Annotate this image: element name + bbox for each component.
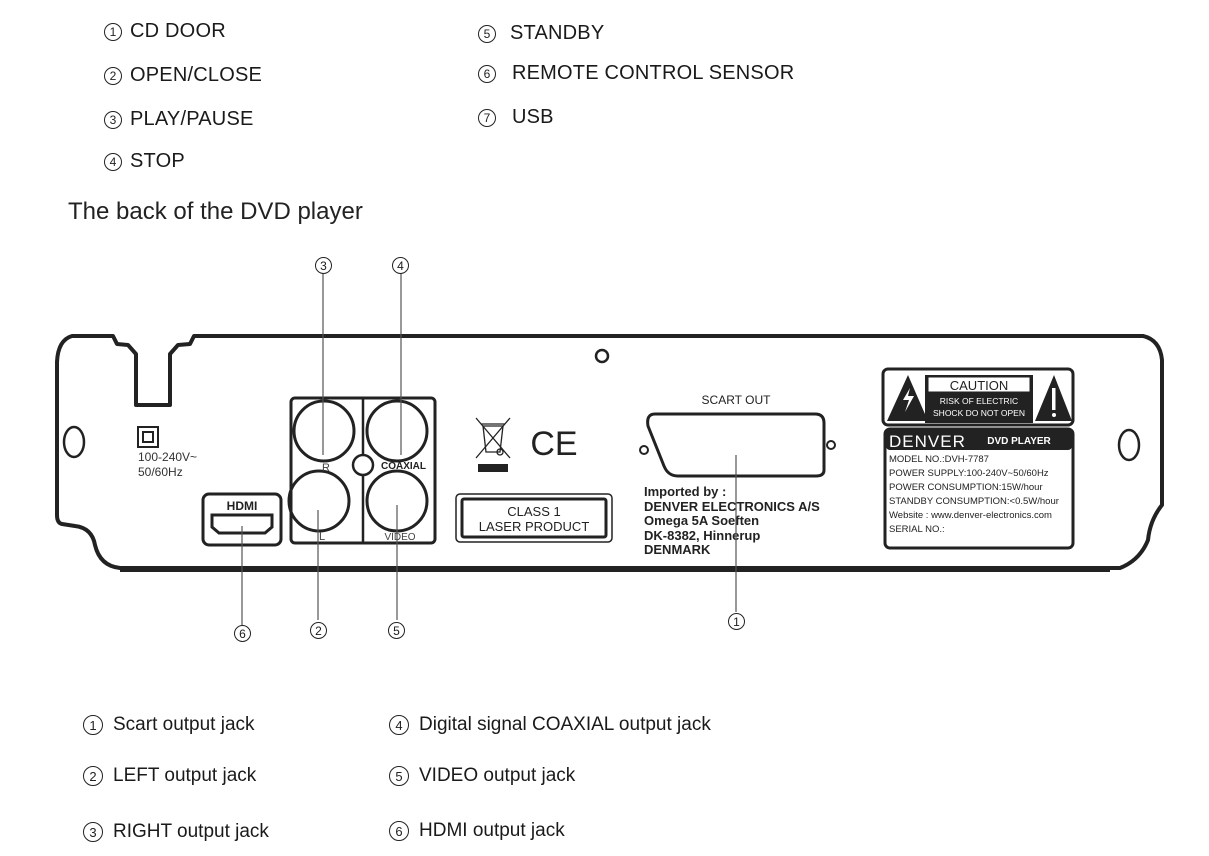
legend-label: USB [512,106,554,128]
back-panel-diagram: 100-240V~ 50/60Hz HDMI R L COAXIAL VIDEO… [55,273,1164,625]
number-badge: 6 [389,821,409,841]
legend-label: OPEN/CLOSE [130,64,263,86]
caution-title: CAUTION [950,378,1009,393]
scart-label: SCART OUT [702,393,772,407]
weee-bar [478,464,508,472]
number-badge: 1 [104,22,122,41]
plate-standby-consumption: STANDBY CONSUMPTION:<0.5W/hour [889,496,1059,507]
rca-jack-coaxial [365,399,429,463]
importer-line4: DENMARK [644,542,711,557]
legend-item-usb: 7 USB [478,106,554,129]
importer-heading: Imported by : [644,484,726,499]
legend-label: PLAY/PAUSE [130,108,254,130]
plate-serial-number: SERIAL NO.: [889,524,945,535]
legend-item-hdmi-output: 6 HDMI output jack [389,820,565,842]
number-badge: 2 [104,66,122,85]
rca-jack-left [287,469,351,533]
double-insulation-icon [137,426,159,448]
brand-logo: DENVER [889,432,966,451]
legend-item-play-pause: 3 PLAY/PAUSE [104,108,254,131]
legend-item-cd-door: 1 CD DOOR [104,20,226,43]
rca-label-video: VIDEO [384,532,415,543]
rca-label-r: R [322,462,330,474]
legend-label: STOP [130,150,185,172]
legend-item-remote-sensor: 6 REMOTE CONTROL SENSOR [478,62,794,85]
legend-item-scart: 1 Scart output jack [83,714,255,736]
plate-power-supply: POWER SUPPLY:100-240V~50/60Hz [889,468,1049,479]
plate-model-number: MODEL NO.:DVH-7787 [889,454,989,465]
hdmi-connector-icon [210,513,274,535]
legend-label: Digital signal COAXIAL output jack [419,714,711,735]
legend-label: CD DOOR [130,20,226,42]
scart-port [646,412,826,478]
legend-label: STANDBY [510,22,605,44]
callout-2: 2 [310,622,327,639]
legend-label: RIGHT output jack [113,821,269,842]
ground-terminal [351,453,375,477]
rca-jack-right [292,399,356,463]
legend-item-video-output: 5 VIDEO output jack [389,765,575,787]
laser-label-outer [455,493,613,543]
section-title: The back of the DVD player [68,198,363,225]
chassis-outline [55,334,1164,570]
legend-label: Scart output jack [113,714,255,735]
plate-website: Website : www.denver-electronics.com [889,510,1052,521]
mount-hole-left [62,425,86,459]
scart-screw-right [826,440,836,450]
number-badge: 5 [478,24,496,43]
number-badge: 1 [83,715,103,735]
callout-1: 1 [728,613,745,630]
legend-item-open-close: 2 OPEN/CLOSE [104,64,262,87]
legend-label: LEFT output jack [113,765,257,786]
ce-mark: CE [530,425,577,463]
number-badge: 3 [104,110,122,129]
laser-label-line2: LASER PRODUCT [479,519,590,534]
number-badge: 4 [104,152,122,171]
number-badge: 4 [389,715,409,735]
rca-label-coaxial: COAXIAL [381,461,426,472]
caution-line2: SHOCK DO NOT OPEN [933,408,1025,418]
scart-screw-left [639,445,649,455]
legend-item-right-output: 3 RIGHT output jack [83,821,269,843]
number-badge: 5 [389,766,409,786]
plate-power-consumption: POWER CONSUMPTION:15W/hour [889,482,1043,493]
product-type: DVD PLAYER [987,436,1051,447]
weee-icon [475,417,511,459]
importer-line3: DK-8382, Hinnerup [644,528,760,543]
callout-5: 5 [388,622,405,639]
legend-item-stop: 4 STOP [104,150,185,173]
callout-4: 4 [392,257,409,274]
number-badge: 3 [83,822,103,842]
power-rating-line2: 50/60Hz [138,465,183,479]
legend-item-left-output: 2 LEFT output jack [83,765,256,787]
hdmi-label: HDMI [227,499,258,513]
number-badge: 2 [83,766,103,786]
rating-plate [883,427,1075,550]
power-rating-line1: 100-240V~ [138,450,197,464]
legend-item-coaxial-output: 4 Digital signal COAXIAL output jack [389,714,711,736]
importer-line1: DENVER ELECTRONICS A/S [644,499,820,514]
mount-hole-right [1117,428,1141,462]
number-badge: 7 [478,108,496,127]
laser-label-inner [460,497,608,539]
caution-line1: RISK OF ELECTRIC [940,396,1018,406]
importer-line2: Omega 5A Soeften [644,513,759,528]
legend-item-standby: 5 STANDBY [478,22,604,45]
laser-label-line1: CLASS 1 [507,504,560,519]
legend-label: REMOTE CONTROL SENSOR [512,62,795,84]
screw-hole [594,348,610,364]
rca-label-l: L [319,531,325,543]
callout-6: 6 [234,625,251,642]
callout-3: 3 [315,257,332,274]
legend-label: HDMI output jack [419,820,565,841]
legend-label: VIDEO output jack [419,765,576,786]
number-badge: 6 [478,64,496,83]
